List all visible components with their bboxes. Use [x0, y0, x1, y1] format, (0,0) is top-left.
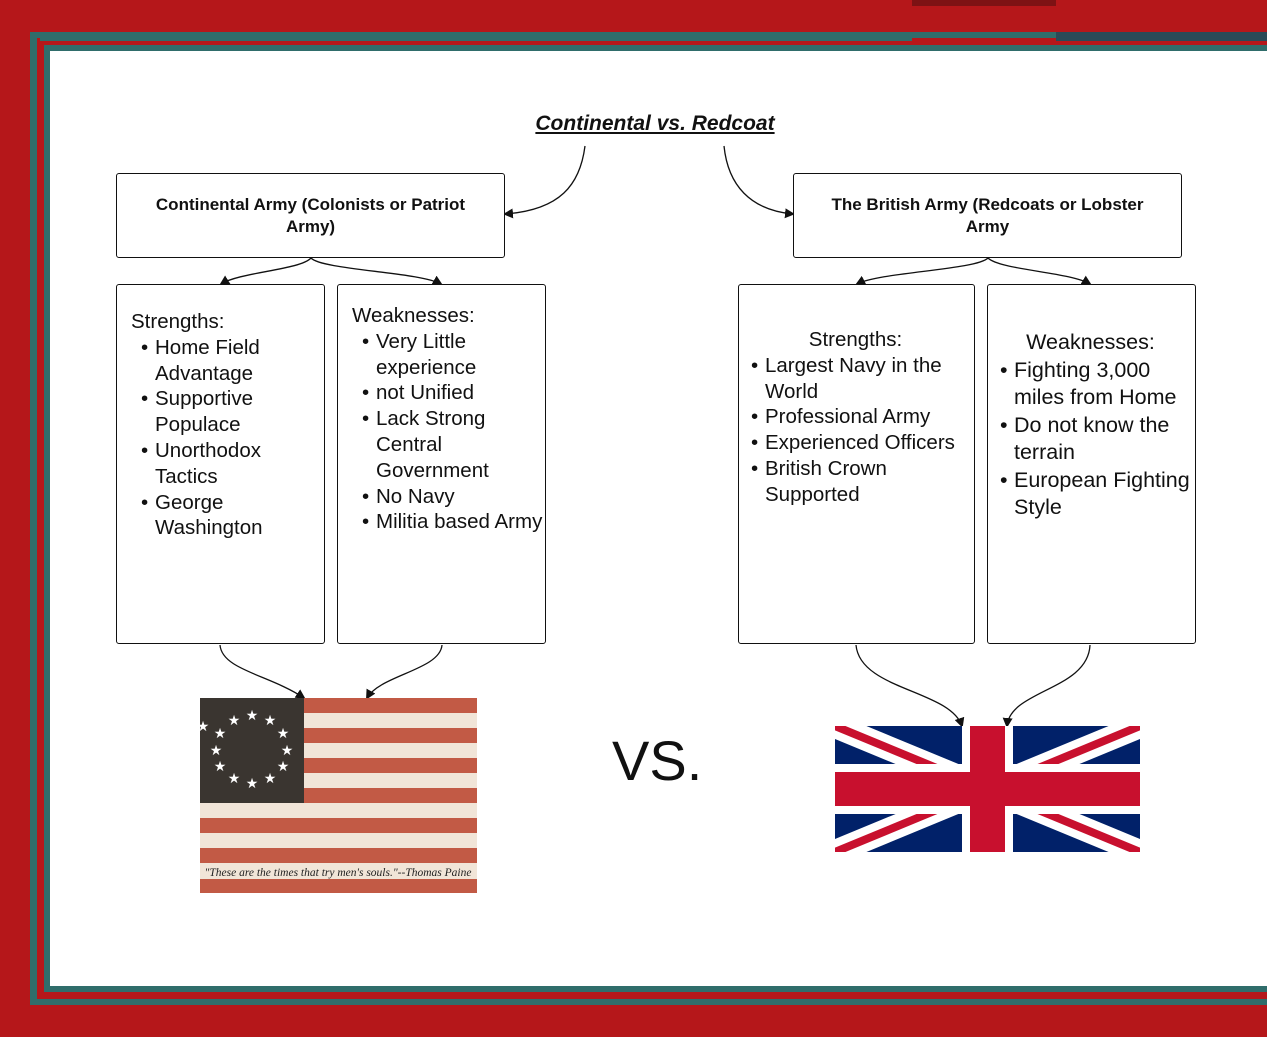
svg-text:★: ★ — [246, 776, 259, 792]
frame-top-strip — [40, 32, 912, 41]
list-item: European Fighting Style — [990, 467, 1191, 522]
arrow-continental-to-weaknesses — [310, 257, 443, 285]
vs-label: VS. — [612, 729, 703, 792]
list-item: Fighting 3,000 miles from Home — [990, 357, 1191, 412]
arrow-title-to-british — [723, 145, 795, 219]
svg-text:★: ★ — [281, 743, 294, 759]
list-item: Militia based Army — [352, 509, 545, 535]
arrow-british-to-strengths — [855, 257, 989, 285]
arrow-british-to-weaknesses — [987, 257, 1092, 286]
svg-text:★: ★ — [277, 726, 290, 742]
british-weaknesses-box: Weaknesses: Fighting 3,000 miles from Ho… — [987, 284, 1196, 644]
frame-top-strip-right — [1056, 32, 1267, 41]
union-jack-flag-image — [835, 726, 1140, 852]
svg-text:★: ★ — [264, 713, 277, 729]
list-item: Do not know the terrain — [990, 412, 1191, 467]
list-item: Supportive Populace — [131, 386, 324, 438]
betsy-ross-flag-image: ★ ★ ★ ★ ★ ★ ★ ★ ★ ★ ★ ★ ★ "These are the… — [200, 698, 477, 893]
continental-weaknesses-title: Weaknesses: — [352, 304, 475, 327]
svg-text:★: ★ — [210, 743, 223, 759]
continental-strengths-title: Strengths: — [131, 310, 225, 333]
arrow-cont-weaknesses-to-flag — [366, 644, 443, 700]
list-item: not Unified — [352, 380, 545, 406]
british-weaknesses-title: Weaknesses: — [1026, 330, 1155, 354]
continental-header: Continental Army (Colonists or Patriot A… — [155, 194, 466, 236]
continental-strengths-box: Strengths: Home Field Advantage Supporti… — [116, 284, 325, 644]
arrow-cont-strengths-to-flag — [219, 644, 306, 700]
svg-text:★: ★ — [264, 771, 277, 787]
british-strengths-box: Strengths: Largest Navy in the World Pro… — [738, 284, 975, 644]
svg-text:★: ★ — [228, 713, 241, 729]
british-strengths-title: Strengths: — [808, 328, 903, 351]
british-header: The British Army (Redcoats or Lobster Ar… — [831, 194, 1144, 236]
page-title: Continental vs. Redcoat — [535, 112, 775, 135]
british-header-box: The British Army (Redcoats or Lobster Ar… — [793, 173, 1182, 258]
arrow-continental-to-strengths — [219, 257, 312, 286]
star-icon: ★ ★ ★ ★ ★ ★ ★ ★ ★ ★ ★ ★ ★ — [200, 708, 293, 792]
arrow-brit-weaknesses-to-flag — [1002, 644, 1091, 728]
arrow-title-to-continental — [503, 145, 586, 219]
svg-text:★: ★ — [214, 726, 227, 742]
list-item: British Crown Supported — [741, 456, 970, 508]
continental-header-box: Continental Army (Colonists or Patriot A… — [116, 173, 505, 258]
list-item: Home Field Advantage — [131, 335, 324, 387]
svg-text:★: ★ — [214, 759, 227, 775]
continental-weaknesses-box: Weaknesses: Very Little experience not U… — [337, 284, 546, 644]
flag-caption: "These are the times that try men's soul… — [205, 867, 472, 879]
svg-text:★: ★ — [200, 719, 209, 735]
svg-text:★: ★ — [277, 759, 290, 775]
list-item: Professional Army — [741, 404, 970, 430]
list-item: No Navy — [352, 484, 545, 510]
list-item: Largest Navy in the World — [741, 353, 970, 405]
list-item: Lack Strong Central Government — [352, 406, 545, 483]
list-item: Experienced Officers — [741, 430, 970, 456]
frame-top-notch — [912, 0, 1056, 6]
svg-text:★: ★ — [246, 708, 259, 724]
arrow-brit-strengths-to-flag — [855, 644, 965, 728]
list-item: George Washington — [131, 490, 324, 542]
list-item: Very Little experience — [352, 329, 545, 381]
svg-text:★: ★ — [228, 771, 241, 787]
list-item: Unorthodox Tactics — [131, 438, 324, 490]
